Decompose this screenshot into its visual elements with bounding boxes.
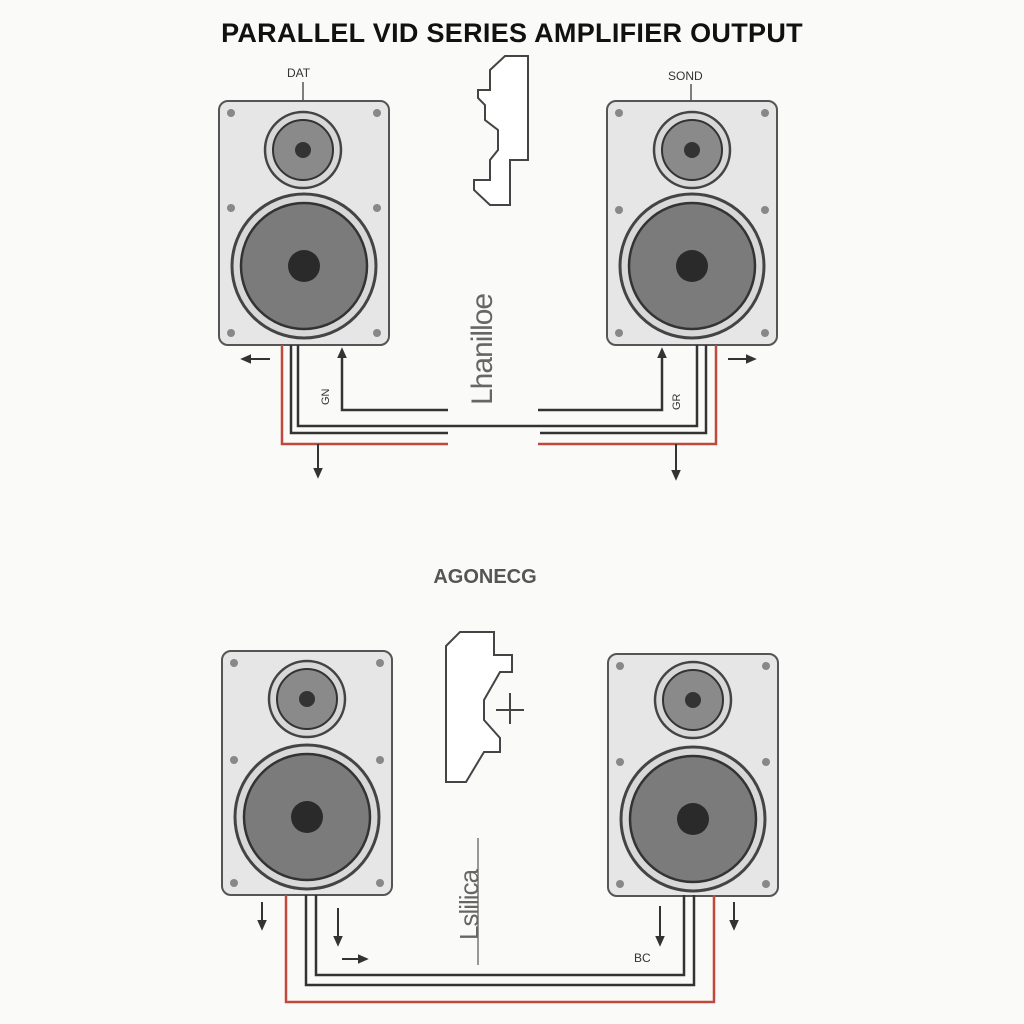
speaker-bottom-right xyxy=(607,653,779,897)
tweeter-icon xyxy=(653,660,733,740)
wire-label-right: GR xyxy=(671,393,683,411)
speaker-bottom-left xyxy=(221,650,393,896)
wiring-top xyxy=(280,345,718,446)
wire-label-left: GN xyxy=(320,388,332,406)
woofer-icon xyxy=(619,745,767,893)
speaker-top-right xyxy=(606,100,778,346)
tweeter-icon xyxy=(263,110,343,190)
amplifier-label-bottom: Lslilica xyxy=(454,869,484,940)
woofer-icon xyxy=(233,743,381,891)
bottom-label: BC xyxy=(634,951,651,965)
amplifier-icon-bottom xyxy=(445,631,524,783)
woofer-icon xyxy=(618,192,766,340)
diagram-title: PARALLEL VID SERIES AMPLIFIER OUTPUT xyxy=(221,18,803,48)
wiring-bottom xyxy=(284,895,716,1004)
woofer-icon xyxy=(230,192,378,340)
speaker-top-left xyxy=(218,100,390,346)
speaker-label-left: DAT xyxy=(287,66,311,80)
speaker-label-right: SOND xyxy=(668,69,703,83)
amplifier-label-top: Lhanilloe xyxy=(466,293,499,405)
amplifier-icon-top xyxy=(473,55,529,206)
tweeter-icon xyxy=(652,110,732,190)
tweeter-icon xyxy=(267,659,347,739)
section-subtitle: AGONECG xyxy=(433,566,537,588)
